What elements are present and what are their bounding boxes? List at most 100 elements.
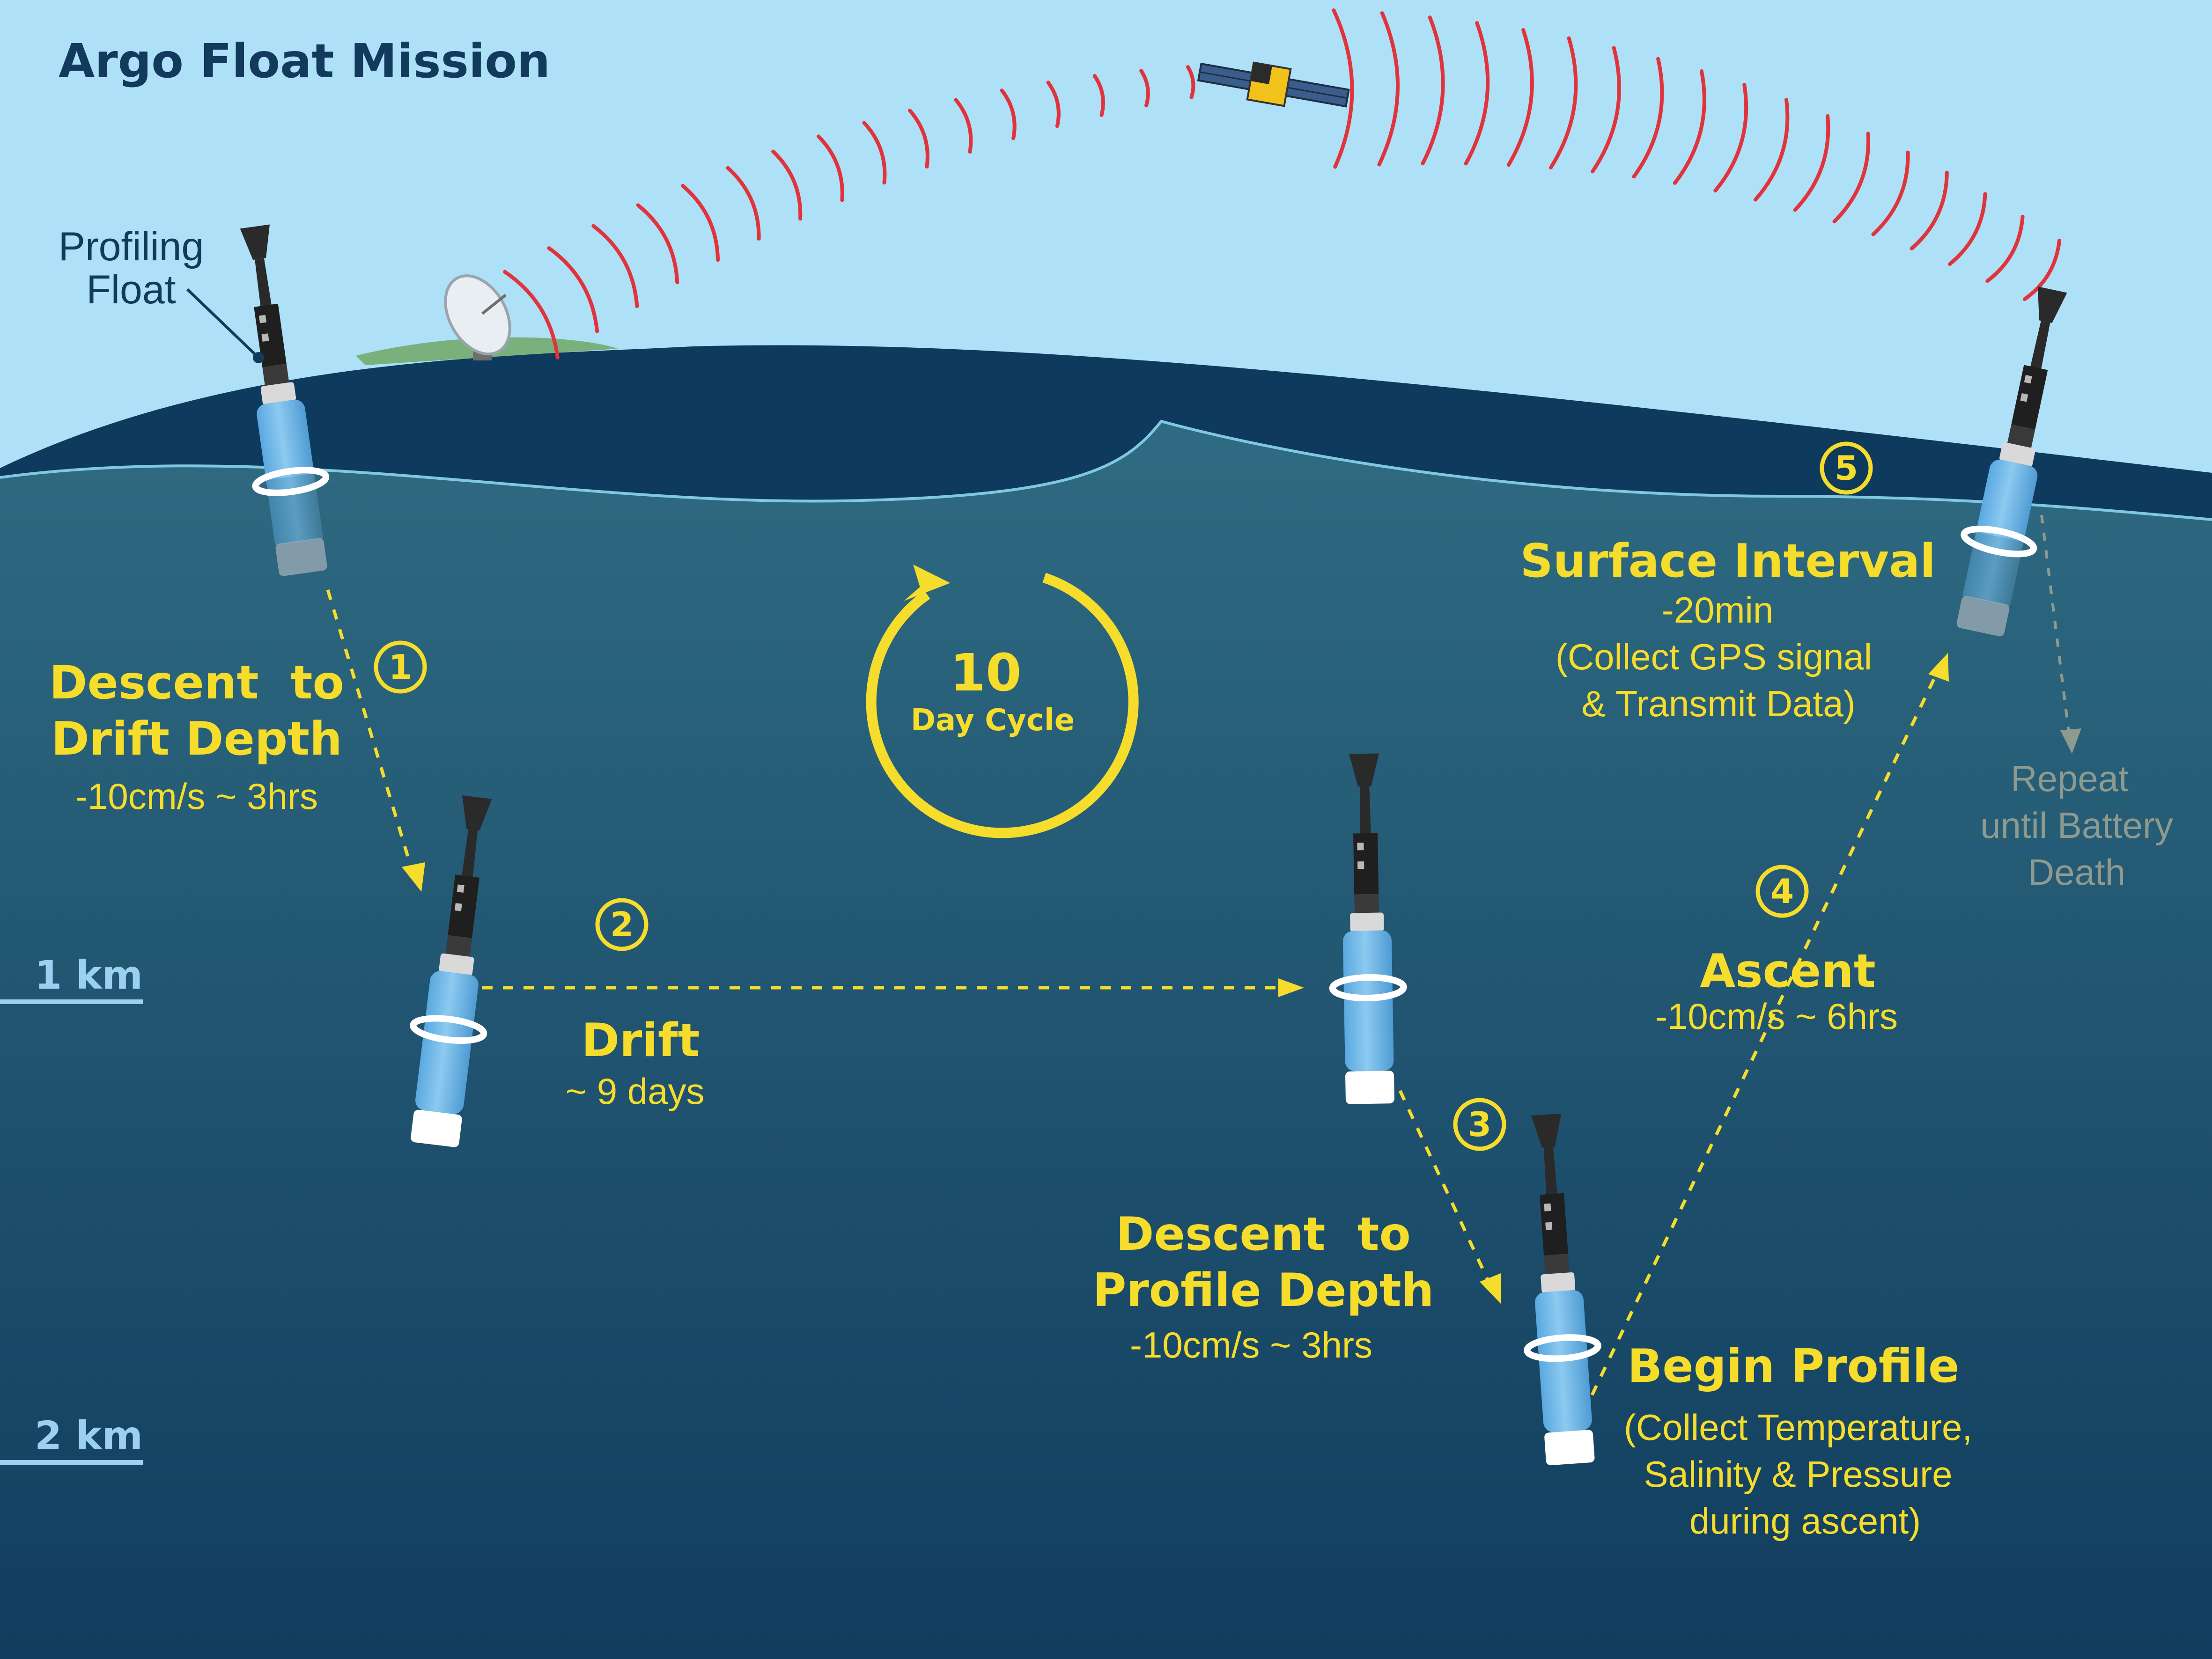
step-badge-1: 1 bbox=[374, 640, 427, 694]
ocean bbox=[0, 337, 2212, 1659]
signal-arc bbox=[1332, 8, 1354, 169]
cycle-number: 10 bbox=[950, 643, 1021, 703]
signal-arc bbox=[1591, 46, 1621, 174]
step-5-label: Surface Interval -20min (Collect GPS sig… bbox=[1520, 535, 1936, 724]
depth-label: 1 km bbox=[35, 952, 143, 998]
step-title: Drift bbox=[582, 1014, 700, 1067]
radio-signal-arcs bbox=[503, 8, 2062, 360]
begin-profile-detail: (Collect Temperature, bbox=[1624, 1407, 1972, 1448]
float-label-pointer bbox=[186, 288, 258, 357]
signal-arc bbox=[503, 270, 560, 360]
step-title: Drift Depth bbox=[51, 712, 342, 766]
step-detail: -10cm/s ~ 3hrs bbox=[75, 776, 318, 817]
step-detail: -10cm/s ~ 6hrs bbox=[1655, 996, 1898, 1037]
step-2-label: Drift ~ 9 days bbox=[565, 1014, 704, 1112]
step-title: Profile Depth bbox=[1093, 1264, 1434, 1317]
signal-arc bbox=[1046, 81, 1061, 128]
repeat-note-line: Death bbox=[2028, 852, 2125, 893]
step-3-label: Descent to Profile Depth -10cm/s ~ 3hrs bbox=[1093, 1208, 1434, 1365]
signal-arc bbox=[681, 184, 720, 262]
signal-arc bbox=[1548, 36, 1578, 169]
signal-arc bbox=[1632, 57, 1664, 179]
repeat-note-line: Repeat bbox=[2011, 758, 2129, 799]
step-detail: -10cm/s ~ 3hrs bbox=[1130, 1324, 1372, 1365]
step-title: Surface Interval bbox=[1520, 535, 1936, 588]
signal-arc bbox=[1832, 132, 1871, 224]
signal-arc bbox=[1947, 192, 1987, 266]
step-badge-2: 2 bbox=[595, 898, 649, 951]
step-title: Descent to bbox=[49, 656, 344, 710]
signal-arc bbox=[547, 246, 599, 333]
arrowhead-drift bbox=[1278, 978, 1304, 997]
signal-arc bbox=[817, 134, 844, 202]
signal-arc bbox=[1506, 28, 1534, 167]
repeat-note-line: until Battery bbox=[1980, 805, 2173, 846]
ground-antenna-icon bbox=[444, 274, 511, 360]
signal-arc bbox=[1713, 83, 1748, 193]
step-title: Descent to bbox=[1116, 1208, 1411, 1261]
begin-profile-title: Begin Profile bbox=[1628, 1340, 1960, 1393]
step-title: Ascent bbox=[1700, 945, 1875, 998]
begin-profile-detail: during ascent) bbox=[1689, 1500, 1921, 1542]
path-descent-profile bbox=[1398, 1090, 1491, 1284]
signal-arc bbox=[954, 98, 973, 154]
signal-arc bbox=[2022, 238, 2062, 301]
signal-arc bbox=[1753, 98, 1790, 202]
svg-text:3: 3 bbox=[1468, 1105, 1491, 1144]
svg-text:4: 4 bbox=[1770, 872, 1794, 911]
arrowhead-ascent bbox=[1928, 653, 1949, 682]
signal-arc bbox=[1092, 74, 1105, 117]
svg-text:5: 5 bbox=[1835, 448, 1858, 488]
signal-arc bbox=[1464, 21, 1490, 166]
arrowhead-repeat bbox=[2060, 728, 2081, 754]
signal-arc bbox=[1871, 150, 1910, 236]
signal-arc bbox=[1186, 65, 1195, 99]
arrowhead-descent-drift bbox=[402, 862, 425, 892]
signal-arc bbox=[726, 166, 761, 241]
step-badge-3: 3 bbox=[1453, 1098, 1506, 1151]
arrowhead-descent-profile bbox=[1480, 1273, 1501, 1304]
float-label-pointer-dot bbox=[253, 352, 264, 363]
repeat-note: Repeat until Battery Death bbox=[1980, 758, 2173, 893]
begin-profile-detail: Salinity & Pressure bbox=[1644, 1453, 1953, 1495]
signal-arc bbox=[771, 149, 803, 221]
signal-arc bbox=[1377, 11, 1400, 167]
depth-marker-1km: 1 km bbox=[0, 952, 143, 1004]
step-4-label: Ascent -10cm/s ~ 6hrs bbox=[1655, 945, 1898, 1037]
svg-text:2: 2 bbox=[610, 905, 634, 944]
depth-label: 2 km bbox=[35, 1413, 143, 1459]
cycle-arrow-icon bbox=[866, 564, 1139, 838]
signal-arc bbox=[1000, 88, 1017, 140]
step-badge-5: 5 bbox=[1820, 441, 1873, 495]
step-detail: (Collect GPS signal bbox=[1556, 636, 1872, 677]
page-title: Argo Float Mission bbox=[59, 34, 550, 88]
signal-arc bbox=[908, 109, 929, 169]
float-paths bbox=[326, 514, 2071, 1396]
waterline bbox=[0, 419, 2212, 521]
signal-arc bbox=[1793, 114, 1830, 212]
float-label-line1: Profiling bbox=[59, 224, 204, 269]
signal-arc bbox=[591, 224, 639, 308]
signal-arc bbox=[636, 203, 679, 285]
signal-arc bbox=[862, 121, 887, 185]
signal-arc bbox=[1985, 214, 2025, 283]
step-badges: 1 2 3 4 5 bbox=[374, 441, 1873, 1151]
path-repeat bbox=[2040, 514, 2071, 740]
signal-arc bbox=[1421, 15, 1445, 166]
signal-arc bbox=[1673, 69, 1706, 185]
step-detail: -20min bbox=[1662, 589, 1773, 631]
step-detail: ~ 9 days bbox=[565, 1071, 704, 1112]
cycle-label: Day Cycle bbox=[911, 703, 1075, 738]
satellite-icon bbox=[1197, 61, 1350, 108]
step-badge-4: 4 bbox=[1755, 865, 1809, 918]
step-1-label: Descent to Drift Depth -10cm/s ~ 3hrs bbox=[49, 656, 344, 817]
step-detail: & Transmit Data) bbox=[1581, 683, 1855, 724]
svg-text:1: 1 bbox=[389, 647, 412, 687]
path-descent-drift bbox=[326, 589, 414, 872]
begin-profile-label: Begin Profile (Collect Temperature, Sali… bbox=[1624, 1340, 1972, 1542]
path-arrowheads bbox=[402, 653, 2081, 1304]
ocean-water bbox=[0, 421, 2212, 1659]
signal-arc bbox=[1139, 69, 1150, 108]
